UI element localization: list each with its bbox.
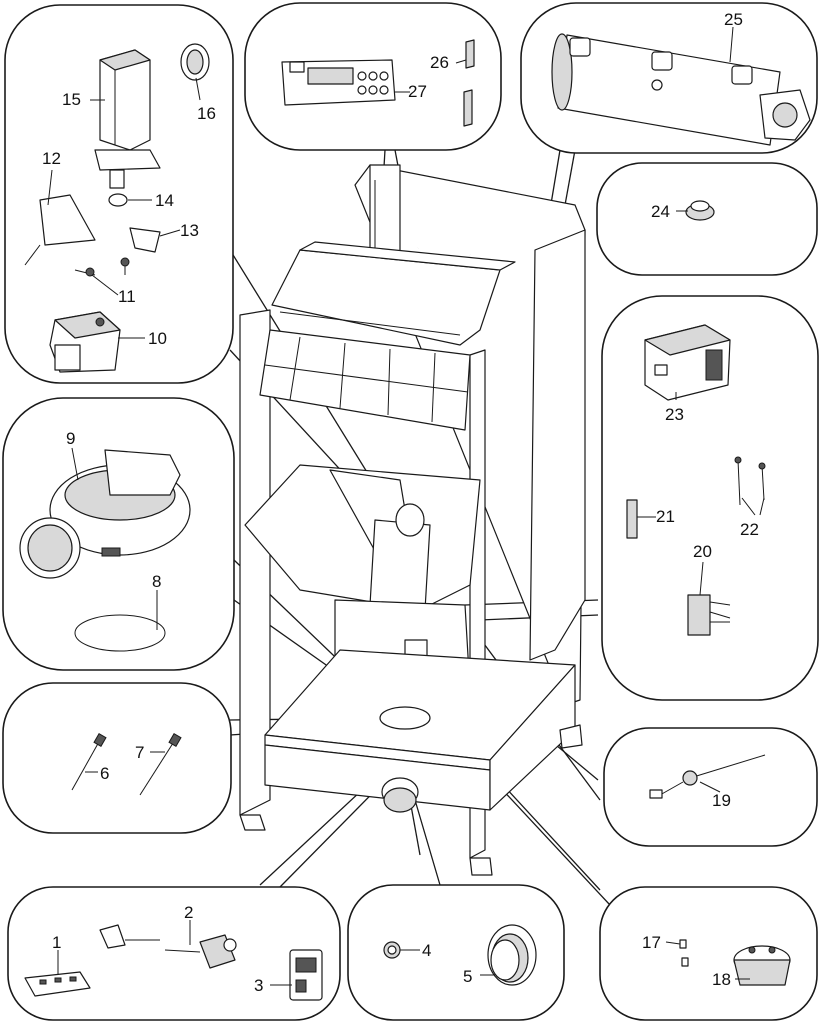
bushing-icon [108,193,128,207]
control-board-icon [644,324,731,401]
fuse-clip-icon [463,39,475,127]
wiring-harness-icon [687,594,731,636]
part-label-7: 7 [135,743,144,762]
callout-bubble-exhaust-fan-group: 9 8 [2,397,235,671]
flue-adapter-icon [487,924,537,986]
control-panel-icon [281,59,396,106]
part-label-19: 19 [712,791,731,810]
stove-main-body [239,164,586,876]
part-label-23: 23 [665,405,684,424]
part-label-6: 6 [100,764,109,783]
callout-bubble-burner-group: 17 18 [599,886,818,1021]
part-label-4: 4 [422,941,431,960]
part-label-27: 27 [408,82,427,101]
part-label-20: 20 [693,542,712,561]
cartridge-heater-icon [71,732,182,796]
part-label-24: 24 [651,202,670,221]
part-label-12: 12 [42,149,61,168]
part-label-11: 11 [118,287,136,306]
part-label-2: 2 [184,903,193,922]
convection-blower-icon [551,33,811,146]
part-label-15: 15 [62,90,81,109]
callout-bubble-convection-blower-group: 25 [520,2,818,154]
callout-bubble-feed-motor-group: 15 16 12 14 13 11 10 [4,4,234,384]
part-label-5: 5 [463,967,472,986]
part-label-17: 17 [642,933,661,952]
auger-housing-icon [94,49,161,189]
ignitor-wire-icon [734,456,766,506]
part-label-9: 9 [66,429,75,448]
thermal-switch-icon [685,200,715,221]
part-label-13: 13 [180,221,199,240]
gear-motor-icon [49,311,121,373]
part-label-25: 25 [724,10,743,29]
part-label-16: 16 [197,104,216,123]
part-label-21: 21 [656,507,675,526]
connector-icon [626,499,638,539]
part-label-10: 10 [148,329,167,348]
collar-ring-icon [180,43,210,81]
part-label-18: 18 [712,970,731,989]
bracket-icon [39,194,96,246]
callout-bubble-thermostat-group: 24 [596,162,818,276]
callout-bubble-sensor-group: 19 [603,727,818,847]
part-label-22: 22 [740,520,759,539]
mounting-plate-icon [129,227,161,253]
pressure-switch-icon [99,924,237,969]
callout-bubble-ignitor-group: 6 7 [2,682,232,834]
callout-bubble-electronics-group: 23 22 21 20 [601,295,819,701]
gasket-ring-icon [74,614,166,652]
temperature-probe-icon [649,754,766,799]
part-label-14: 14 [155,191,174,210]
switch-plate-icon [24,971,91,997]
part-label-26: 26 [430,53,449,72]
part-label-3: 3 [254,976,263,995]
callout-bubble-control-panel-group: 27 26 [244,2,502,151]
callout-bubble-power-group: 1 2 3 [7,886,341,1021]
screw-icon [74,257,130,277]
exhaust-blower-icon [19,449,191,579]
power-inlet-icon [289,949,323,1001]
callout-bubble-fittings-group: 4 5 [347,884,565,1021]
part-label-1: 1 [52,933,61,952]
elbow-fitting-icon [383,941,401,959]
part-label-8: 8 [152,572,161,591]
